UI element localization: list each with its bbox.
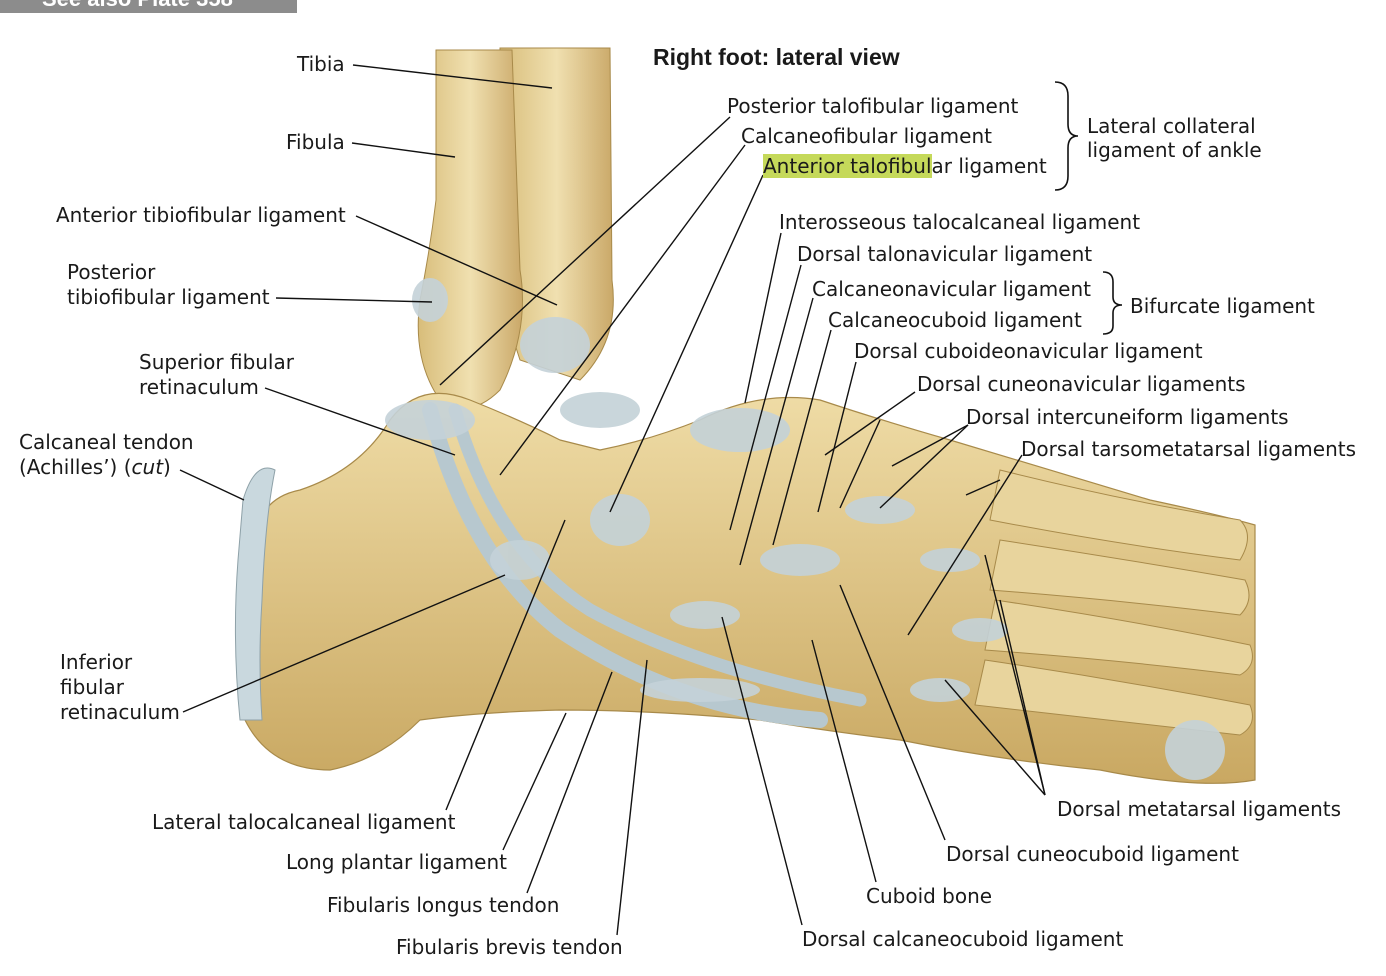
anterior-talofibular-rest: ar ligament [931,154,1047,178]
calcaneal-tendon-part: (Achilles’) ( [19,455,132,479]
label-calcaneal-tendon-line2: (Achilles’) (cut) [19,455,171,480]
label-fibula: Fibula [286,130,345,154]
bifurcate-brace [1102,271,1123,335]
label-superior-fibular-line1: Superior fibular [139,350,294,374]
ligament-patches [385,278,1225,780]
label-lateral-collateral-line1: Lateral collateral [1087,114,1256,138]
label-dorsal-cuneonavicular: Dorsal cuneonavicular ligaments [917,372,1246,396]
label-tibia: Tibia [297,52,345,76]
calcaneal-tendon-cut: cut [131,455,164,479]
label-interosseous-talocalcaneal: Interosseous talocalcaneal ligament [779,210,1141,234]
label-calcaneofibular: Calcaneofibular ligament [741,124,992,148]
label-superior-fibular-line2: retinaculum [139,375,259,399]
label-dorsal-cuneocuboid: Dorsal cuneocuboid ligament [946,842,1239,866]
anterior-talofibular-highlight: Anterior talofibul [763,154,932,178]
label-dorsal-cuboideonavicular: Dorsal cuboideonavicular ligament [854,339,1203,363]
label-calcaneocuboid: Calcaneocuboid ligament [828,308,1082,332]
label-dorsal-metatarsal: Dorsal metatarsal ligaments [1057,797,1342,821]
label-posterior-tibiofibular-line1: Posterior [67,260,156,284]
label-posterior-tibiofibular-line2: tibiofibular ligament [67,285,270,309]
label-lateral-talocalcaneal: Lateral talocalcaneal ligament [152,810,456,834]
see-also-prefix: See also [42,0,131,11]
calcaneal-tendon [234,467,276,721]
fibularis-tendons [422,402,867,728]
label-anterior-tibiofibular: Anterior tibiofibular ligament [56,203,346,227]
metatarsal-bones [974,469,1253,736]
label-bifurcate: Bifurcate ligament [1130,294,1315,318]
label-dorsal-calcaneocuboid: Dorsal calcaneocuboid ligament [802,927,1124,951]
label-long-plantar: Long plantar ligament [286,850,507,874]
label-inferior-fibular-line1: Inferior [60,650,133,674]
label-dorsal-talonavicular: Dorsal talonavicular ligament [797,242,1093,266]
label-dorsal-intercuneiform: Dorsal intercuneiform ligaments [966,405,1289,429]
label-lateral-collateral-line2: ligament of ankle [1087,138,1262,162]
leader-lines [179,64,1046,936]
label-cuboid-bone: Cuboid bone [866,884,993,908]
label-fibularis-brevis: Fibularis brevis tendon [396,935,623,959]
fibula-bone [417,49,523,409]
label-inferior-fibular-line3: retinaculum [60,700,180,724]
label-anterior-talofibular: Anterior talofibular ligament [763,154,1047,179]
lateral-collateral-brace [1054,81,1079,191]
label-posterior-talofibular: Posterior talofibular ligament [727,94,1019,118]
calcaneal-tendon-close: ) [163,455,171,479]
label-fibularis-longus: Fibularis longus tendon [327,893,560,917]
see-also-tab[interactable]: See also Plate 358 [0,0,297,13]
label-calcaneonavicular: Calcaneonavicular ligament [812,277,1092,301]
label-calcaneal-tendon-line1: Calcaneal tendon [19,430,194,454]
label-inferior-fibular-line2: fibular [60,675,125,699]
figure-title: Right foot: lateral view [653,44,900,70]
label-dorsal-tarsometatarsal: Dorsal tarsometatarsal ligaments [1021,437,1357,461]
see-also-plate: Plate 358 [137,0,232,11]
